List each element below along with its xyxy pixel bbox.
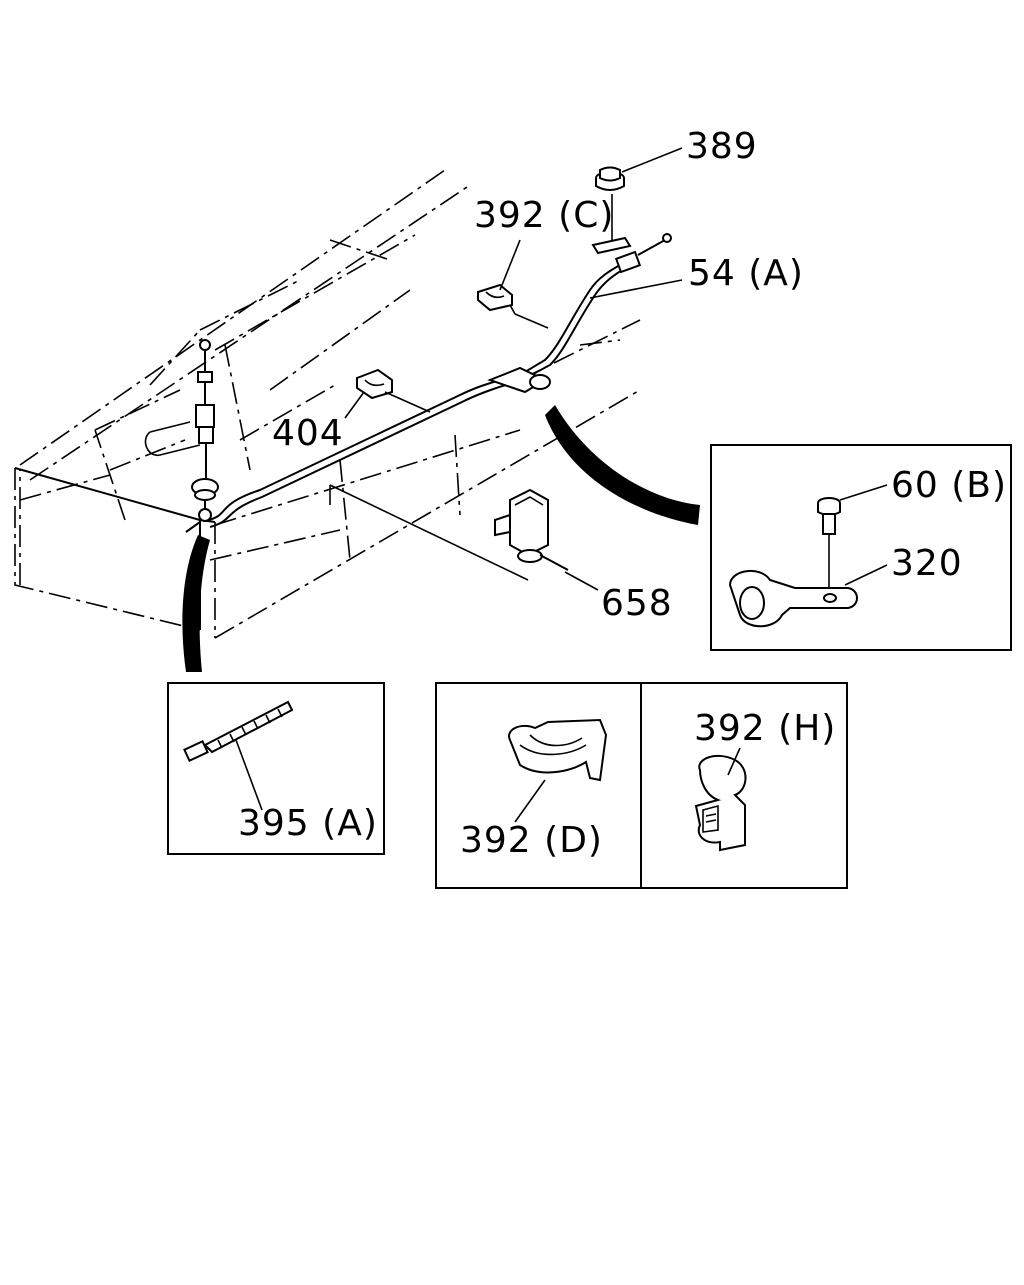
cable-assembly xyxy=(185,233,672,533)
clip-658 xyxy=(494,488,569,571)
callout-389: 389 xyxy=(686,126,758,167)
callout-392h: 392 (H) xyxy=(694,708,836,749)
arrow-to-395a-inset xyxy=(182,535,210,672)
callout-392c: 392 (C) xyxy=(474,195,614,236)
callout-60b: 60 (B) xyxy=(891,465,1007,506)
callout-658: 658 xyxy=(601,583,673,624)
callout-395a: 395 (A) xyxy=(238,803,378,844)
callout-392d: 392 (D) xyxy=(460,820,603,861)
callout-320: 320 xyxy=(891,543,963,584)
arrow-to-320-inset xyxy=(545,405,700,525)
inset-box-320 xyxy=(710,444,1012,651)
inset-box-392 xyxy=(435,682,848,889)
leader-lines xyxy=(329,147,683,591)
callout-54a: 54 (A) xyxy=(688,253,804,294)
clip-392c xyxy=(477,283,516,315)
inset-box-395a xyxy=(167,682,385,855)
clip-404 xyxy=(356,368,393,400)
nut-389 xyxy=(595,166,625,240)
callout-404: 404 xyxy=(272,413,344,454)
chassis-frame xyxy=(14,169,641,639)
